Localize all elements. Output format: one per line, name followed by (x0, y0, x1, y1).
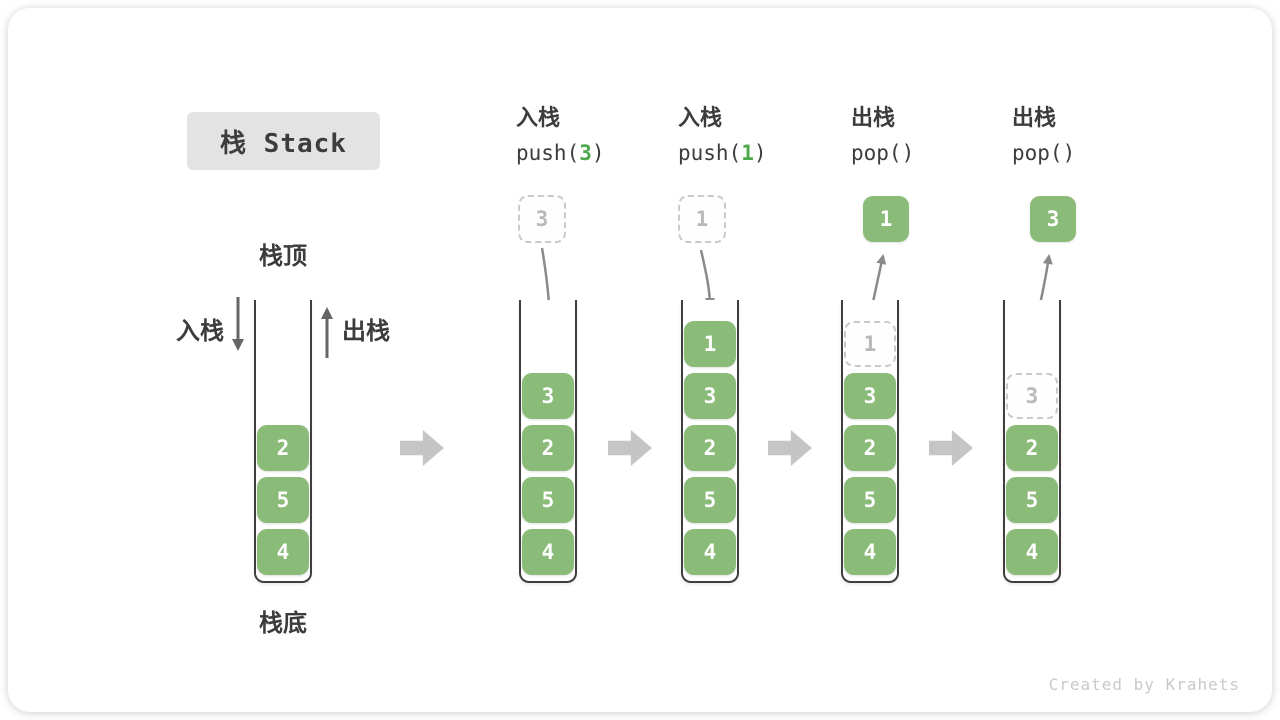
stack-cell: 2 (257, 425, 309, 471)
stack-cell: 5 (522, 477, 574, 523)
op-header-pop-2: 出栈 pop() (1012, 108, 1075, 164)
stack-top-label: 栈顶 (259, 242, 307, 270)
diagram-title-label: 栈 Stack (220, 128, 347, 159)
push-curve-arrow-icon (699, 249, 715, 308)
op-header-push-3: 入栈 push(3) (516, 108, 605, 164)
op-code-arg: 1 (741, 141, 754, 165)
stack-cell: 2 (522, 425, 574, 471)
stack-cell-ghost: 1 (844, 321, 896, 367)
stack-cell: 4 (844, 529, 896, 575)
pop-side-label: 出栈 (342, 317, 390, 345)
step-arrow-icon (608, 430, 652, 466)
op-name-label: 出栈 (1012, 106, 1057, 131)
diagram-title: 栈 Stack (187, 112, 380, 170)
step-arrow-icon (768, 430, 812, 466)
stack-cell: 2 (1006, 425, 1058, 471)
stack-cell: 3 (844, 373, 896, 419)
push-side-label: 入栈 (176, 317, 224, 345)
stack-cell: 5 (684, 477, 736, 523)
op-name-label: 入栈 (516, 106, 561, 131)
stack-cell: 4 (257, 529, 309, 575)
stack-cell: 5 (257, 477, 309, 523)
stack-cell: 2 (844, 425, 896, 471)
stack-cell: 3 (522, 373, 574, 419)
op-code-label: push(3) (516, 141, 605, 165)
stack-cell: 4 (1006, 529, 1058, 575)
step-arrow-icon (929, 430, 973, 466)
op-header-push-1: 入栈 push(1) (678, 108, 767, 164)
stack-cell: 5 (1006, 477, 1058, 523)
op-header-pop-1: 出栈 pop() (851, 108, 914, 164)
incoming-value-box: 3 (518, 195, 566, 243)
popped-value-box: 3 (1030, 196, 1076, 242)
stack-cell: 1 (684, 321, 736, 367)
stack-cell: 4 (522, 529, 574, 575)
credit-text: Created by Krahets (1048, 675, 1240, 694)
incoming-value-box: 1 (678, 195, 726, 243)
stack-cell-ghost: 3 (1006, 373, 1058, 419)
stack-cell: 4 (684, 529, 736, 575)
popped-value-box: 1 (863, 196, 909, 242)
op-code-label: push(1) (678, 141, 767, 165)
op-code-label: pop() (851, 141, 915, 165)
op-code-arg: 3 (579, 141, 592, 165)
op-name-label: 出栈 (851, 106, 896, 131)
stack-bottom-label: 栈底 (259, 609, 307, 637)
stack-cell: 3 (684, 373, 736, 419)
op-name-label: 入栈 (678, 106, 723, 131)
stack-cell: 5 (844, 477, 896, 523)
stack-cell: 2 (684, 425, 736, 471)
op-code-label: pop() (1012, 141, 1076, 165)
step-arrow-icon (400, 430, 444, 466)
